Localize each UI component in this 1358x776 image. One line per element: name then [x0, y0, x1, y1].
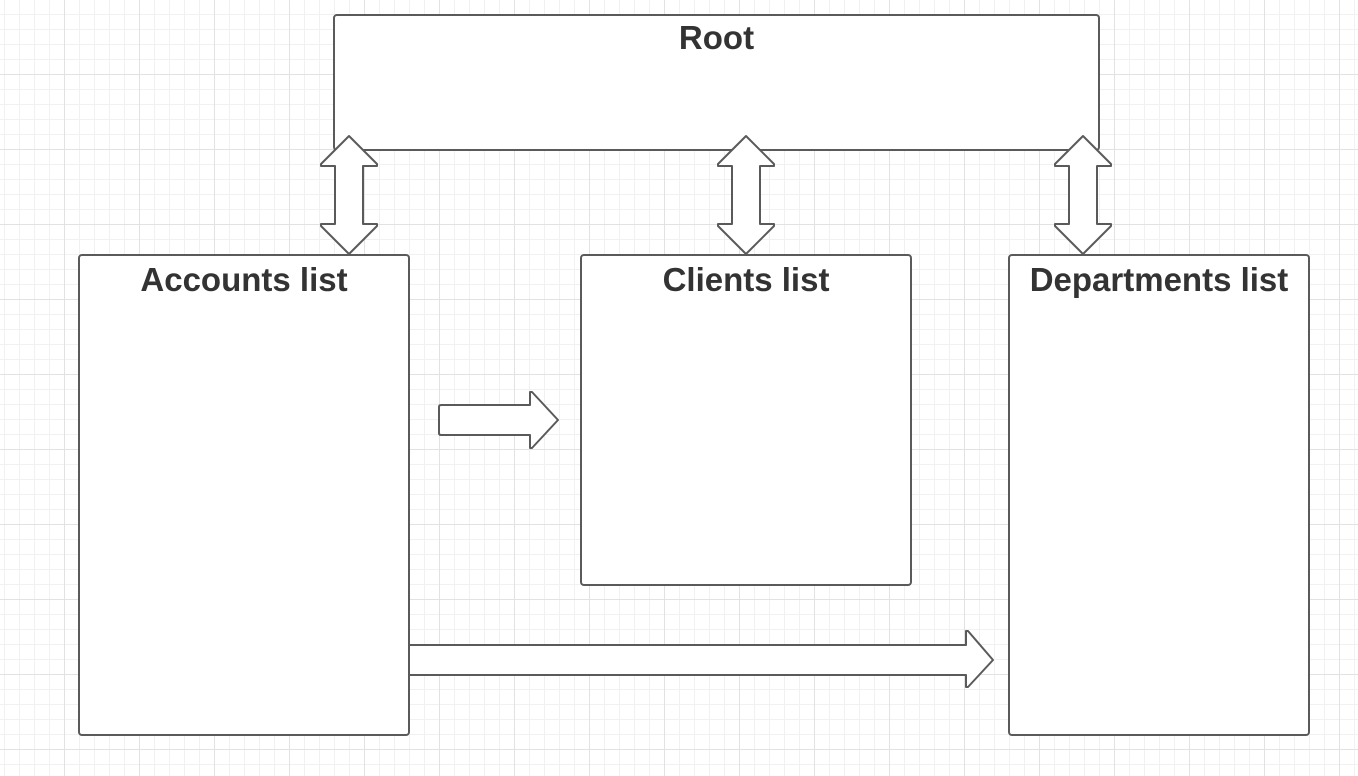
root-box[interactable]: Root: [333, 14, 1100, 151]
clients-list-box[interactable]: Clients list: [580, 254, 912, 586]
departments-list-label: Departments list: [1029, 261, 1289, 298]
root-label: Root: [678, 19, 755, 56]
root-clients-double-arrow[interactable]: [717, 135, 777, 256]
accounts-to-clients-arrow[interactable]: [438, 391, 560, 451]
accounts-list-box[interactable]: Accounts list: [78, 254, 410, 736]
clients-list-label: Clients list: [662, 261, 830, 298]
accounts-to-departments-arrow[interactable]: [408, 630, 996, 690]
root-accounts-double-arrow[interactable]: [320, 135, 380, 256]
departments-list-box[interactable]: Departments list: [1008, 254, 1310, 736]
root-departments-double-arrow[interactable]: [1054, 135, 1114, 256]
accounts-list-label: Accounts list: [140, 261, 348, 298]
